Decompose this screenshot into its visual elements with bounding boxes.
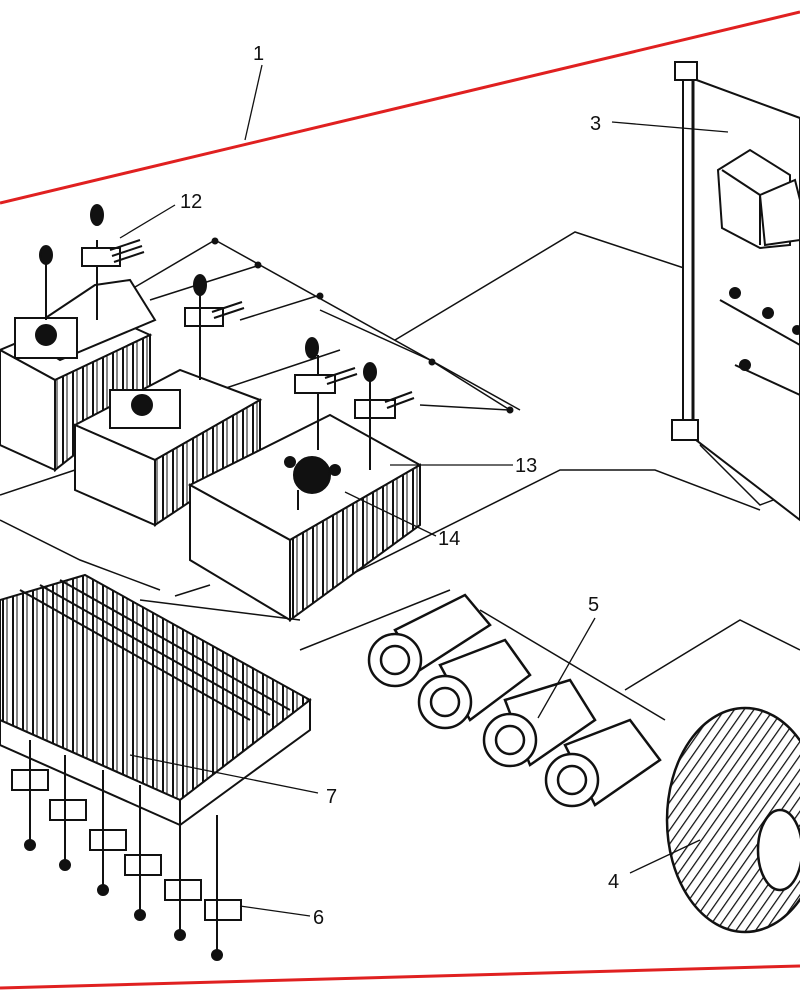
capacitor-bank	[367, 593, 662, 808]
callout-label-6: 6	[313, 907, 324, 929]
callout-labels: 1 3 4 5 6 7 12 13 14	[180, 43, 619, 929]
callout-label-14: 14	[438, 528, 460, 550]
callout-label-13: 13	[515, 455, 537, 477]
transistor-array-upper	[81, 239, 415, 470]
callout-label-1: 1	[253, 43, 264, 65]
callout-label-3: 3	[590, 113, 601, 135]
control-board	[671, 61, 800, 522]
callout-label-12: 12	[180, 191, 202, 213]
callout-leaders	[119, 64, 729, 917]
heat-sink-middle	[72, 204, 263, 527]
callout-label-7: 7	[326, 786, 337, 808]
bridge-rectifier	[284, 456, 341, 510]
toroidal-inductor	[665, 706, 800, 934]
callout-label-4: 4	[608, 871, 619, 893]
main-heat-sink	[0, 573, 312, 827]
callout-label-5: 5	[588, 594, 599, 616]
heat-sink-center	[187, 337, 423, 622]
enclosure-outline	[0, 10, 800, 990]
power-transistor-row	[11, 740, 242, 961]
